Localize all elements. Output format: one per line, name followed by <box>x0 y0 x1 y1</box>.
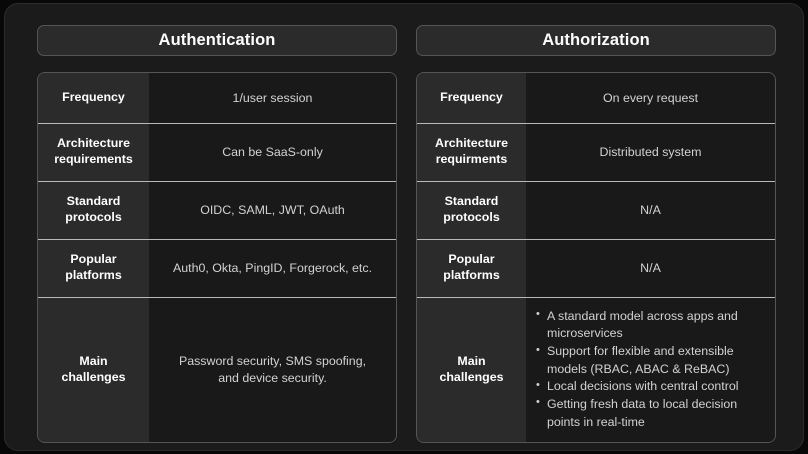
row-label-text: Standard protocols <box>65 194 122 224</box>
table-row: Frequency 1/user session <box>38 73 396 123</box>
row-label-cell: Standard protocols <box>38 181 149 239</box>
row-label-text: Frequency <box>62 90 125 105</box>
row-label-text: Standard protocols <box>443 194 500 224</box>
row-label-text: Frequency <box>440 90 503 105</box>
row-label-text: Architecture requirments <box>435 136 508 166</box>
table-row: Popular platforms N/A <box>417 239 775 297</box>
row-value-text: Distributed system <box>599 144 702 159</box>
row-label-cell: Frequency <box>38 73 149 123</box>
row-value-cell: A standard model across apps and microse… <box>526 297 775 442</box>
row-value-text: Auth0, Okta, PingID, Forgerock, etc. <box>172 260 373 275</box>
row-label-cell: Popular platforms <box>38 239 149 297</box>
list-item: Local decisions with central control <box>536 378 767 396</box>
table-row: Popular platforms Auth0, Okta, PingID, Fo… <box>38 239 396 297</box>
row-label-cell: Main challenges <box>38 297 149 442</box>
challenges-bullet-list: A standard model across apps and microse… <box>536 307 767 431</box>
row-label-text: Main challenges <box>439 353 504 384</box>
row-label-cell: Frequency <box>417 73 526 123</box>
table-row: Architecture requirements Can be SaaS-onl… <box>38 123 396 181</box>
panel-title: Authorization <box>542 31 650 49</box>
row-label-text: Architecture requirements <box>54 136 133 166</box>
row-label-cell: Standard protocols <box>417 181 526 239</box>
table-row: Frequency On every request <box>417 73 775 123</box>
list-item: Support for flexible and extensible mode… <box>536 343 767 378</box>
row-value-text: N/A <box>640 260 661 275</box>
table-row: Main challenges Password security, SMS sp… <box>38 297 396 442</box>
row-value-text: N/A <box>640 202 661 217</box>
row-value-text: Password security, SMS spoofing, and dev… <box>178 353 367 385</box>
row-label-cell: Main challenges <box>417 297 526 442</box>
row-value-text: Can be SaaS-only <box>222 144 323 159</box>
list-item: A standard model across apps and microse… <box>536 307 767 343</box>
row-value-cell: Can be SaaS-only <box>149 123 396 181</box>
row-label-text: Main challenges <box>61 353 126 384</box>
row-value-cell: OIDC, SAML, JWT, OAuth <box>149 181 396 239</box>
panel-header-authentication: Authentication <box>37 25 397 56</box>
row-value-text: On every request <box>602 90 699 105</box>
row-label-cell: Popular platforms <box>417 239 526 297</box>
row-value-text: 1/user session <box>232 90 313 105</box>
row-value-cell: Auth0, Okta, PingID, Forgerock, etc. <box>149 239 396 297</box>
table-row: Architecture requirments Distributed syst… <box>417 123 775 181</box>
panel-header-authorization: Authorization <box>416 25 776 56</box>
row-value-cell: N/A <box>526 181 775 239</box>
panel-title: Authentication <box>158 31 276 49</box>
row-value-cell: Password security, SMS spoofing, and dev… <box>149 297 396 442</box>
row-value-cell: N/A <box>526 239 775 297</box>
row-label-text: Popular platforms <box>65 252 122 282</box>
table-row: Standard protocols OIDC, SAML, JWT, OAuth <box>38 181 396 239</box>
row-label-cell: Architecture requirements <box>38 123 149 181</box>
row-value-cell: 1/user session <box>149 73 396 123</box>
table-row: Main challenges A standard model across a… <box>417 297 775 442</box>
row-label-text: Popular platforms <box>443 252 500 282</box>
row-value-cell: Distributed system <box>526 123 775 181</box>
row-value-text: OIDC, SAML, JWT, OAuth <box>200 202 345 217</box>
list-item: Getting fresh data to local decision poi… <box>536 395 767 431</box>
row-label-cell: Architecture requirments <box>417 123 526 181</box>
table-row: Standard protocols N/A <box>417 181 775 239</box>
row-value-cell: On every request <box>526 73 775 123</box>
